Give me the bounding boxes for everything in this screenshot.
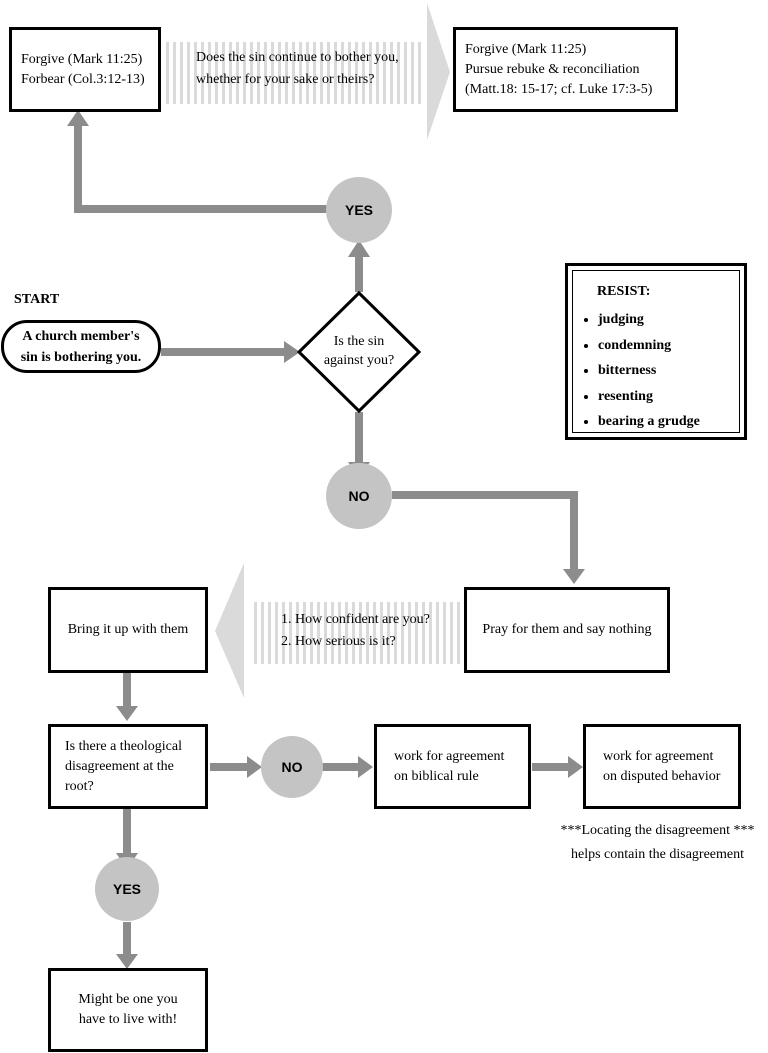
disputed-behavior-box: work for agreement on disputed behavior — [583, 724, 741, 809]
theology-question-box: Is there a theological disagreement at t… — [48, 724, 208, 809]
rule-line-1: work for agreement — [394, 748, 505, 764]
arrowhead-no-2 — [247, 756, 262, 778]
forgive-forbear-line-2: Forbear (Col.3:12-13) — [21, 71, 145, 87]
resist-title: RESIST: — [597, 284, 651, 299]
locating-line-1: ***Locating the disagreement *** — [560, 823, 755, 838]
arrowhead-diamond — [284, 341, 300, 363]
live-with-line-1: Might be one you — [78, 992, 178, 1007]
arrowhead-forgive — [67, 110, 89, 126]
continue-question-line-2: whether for your sake or theirs? — [196, 72, 375, 87]
start-node-line-2: sin is bothering you. — [20, 349, 142, 365]
resist-item-resenting: resenting — [598, 384, 700, 410]
continue-question-line-1: Does the sin continue to bother you, — [196, 50, 399, 65]
no-label-middle: NO — [348, 488, 370, 504]
pray-box: Pray for them and say nothing — [464, 587, 670, 673]
arrowhead-livewith — [116, 954, 138, 969]
locating-note: ***Locating the disagreement *** helps c… — [548, 819, 767, 867]
no-circle-lower: NO — [261, 736, 323, 798]
yes-circle-lower: YES — [95, 857, 159, 921]
resist-inner-border — [572, 270, 740, 433]
theology-line-2: disagreement at the — [65, 758, 174, 774]
confidence-questions: 1. How confident are you? 2. How serious… — [281, 609, 430, 653]
yes-label-top: YES — [344, 202, 373, 218]
forgive-forbear-line-1: Forgive (Mark 11:25) — [21, 51, 143, 67]
arrow-yes-to-forgive — [74, 126, 328, 213]
live-with-line-2: have to live with! — [78, 1012, 178, 1027]
wide-arrow-left — [215, 563, 460, 698]
yes-label-lower: YES — [112, 881, 141, 897]
rebuke-line-3: (Matt.18: 15-17; cf. Luke 17:3-5) — [465, 81, 653, 97]
confidence-line-2: 2. How serious is it? — [281, 634, 396, 649]
rule-line-2: on biblical rule — [394, 768, 479, 784]
arrowhead-theology — [116, 706, 138, 721]
start-node: A church member's sin is bothering you. — [1, 320, 161, 373]
rebuke-line-2: Pursue rebuke & reconciliation — [465, 61, 640, 77]
continue-question: Does the sin continue to bother you, whe… — [196, 47, 399, 91]
bring-it-up-box: Bring it up with them — [48, 587, 208, 673]
resist-item-grudge: bearing a grudge — [598, 409, 700, 435]
start-label: START — [14, 292, 60, 307]
diamond-question: Is the sin against you? — [322, 332, 396, 370]
resist-list: judging condemning bitterness resenting … — [578, 307, 700, 435]
confidence-line-1: 1. How confident are you? — [281, 612, 430, 627]
theology-line-3: root? — [65, 778, 94, 794]
no-label-lower: NO — [281, 759, 303, 775]
resist-item-judging: judging — [598, 307, 700, 333]
arrowhead-pray — [563, 569, 585, 584]
live-with-box: Might be one you have to live with! — [48, 968, 208, 1052]
pray-text: Pray for them and say nothing — [482, 622, 652, 637]
theology-line-1: Is there a theological — [65, 738, 183, 754]
arrowhead-behavior — [568, 756, 583, 778]
locating-line-2: helps contain the disagreement — [571, 847, 744, 862]
rebuke-reconciliation-box: Forgive (Mark 11:25) Pursue rebuke & rec… — [453, 27, 678, 112]
behavior-line-1: work for agreement — [603, 748, 714, 764]
no-circle-middle: NO — [326, 463, 392, 529]
yes-circle-top: YES — [326, 177, 392, 243]
resist-box: RESIST: judging condemning bitterness re… — [565, 263, 747, 440]
biblical-rule-box: work for agreement on biblical rule — [374, 724, 531, 809]
diamond-line-1: Is the sin — [333, 334, 385, 349]
diamond-line-2: against you? — [323, 353, 395, 368]
arrowhead-rule — [358, 756, 373, 778]
start-node-line-1: A church member's — [22, 328, 140, 344]
resist-item-condemning: condemning — [598, 333, 700, 359]
bring-it-up-text: Bring it up with them — [67, 622, 189, 637]
arrowhead-yes — [348, 240, 370, 257]
rebuke-line-1: Forgive (Mark 11:25) — [465, 41, 587, 57]
decision-diamond — [296, 290, 422, 414]
forgive-forbear-box: Forgive (Mark 11:25) Forbear (Col.3:12-1… — [9, 27, 161, 112]
wide-arrow-right — [166, 3, 450, 140]
arrow-no-to-pray — [392, 491, 578, 572]
behavior-line-2: on disputed behavior — [603, 768, 721, 784]
resist-item-bitterness: bitterness — [598, 358, 700, 384]
